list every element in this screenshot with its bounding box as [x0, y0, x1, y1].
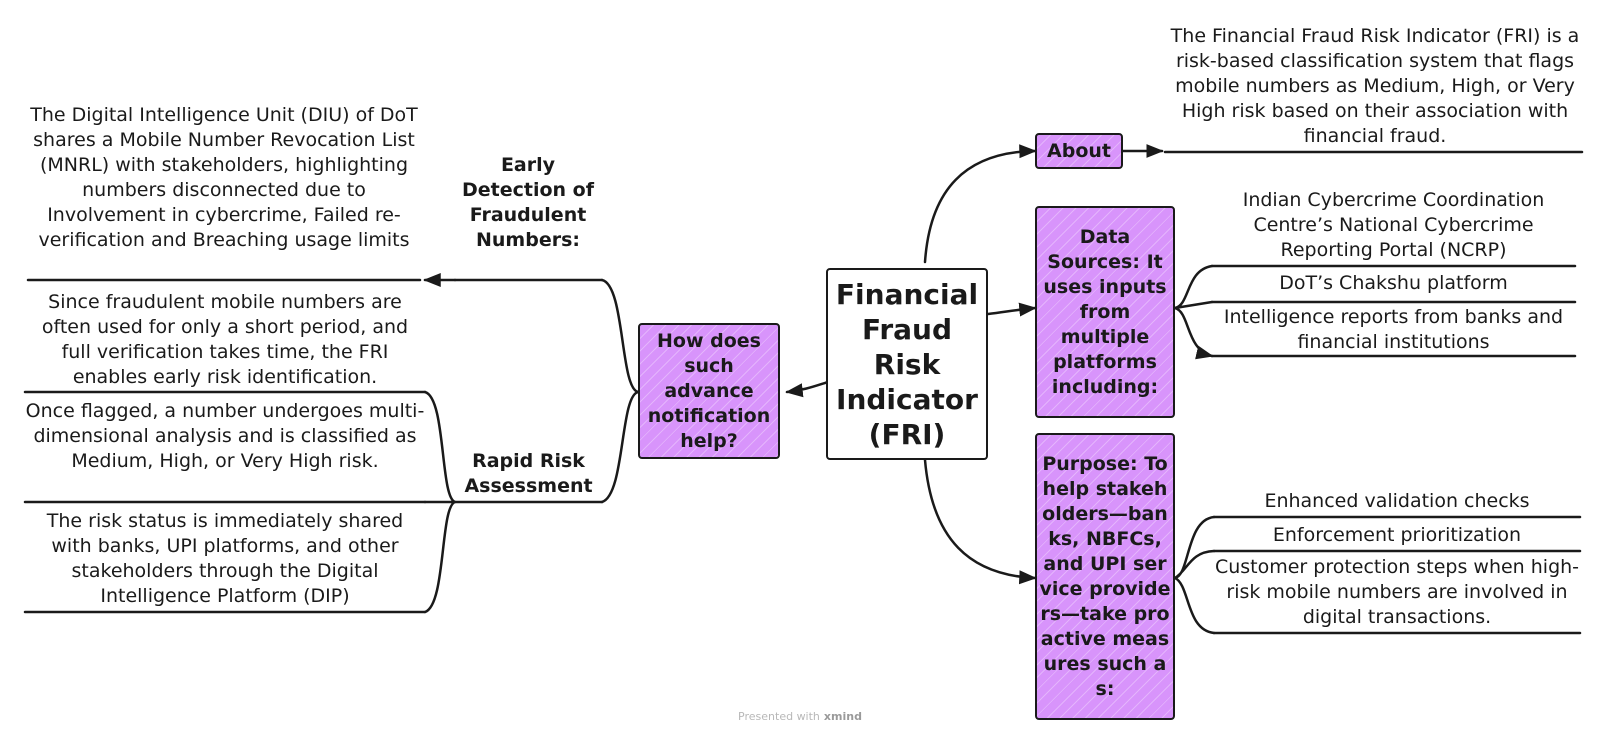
data-source-item-3-text: Intelligence reports from banks and fina…	[1223, 306, 1564, 353]
bracket-purpose	[1173, 515, 1216, 635]
topic-about[interactable]: About	[1035, 133, 1123, 169]
rapid-risk-item-1-text: Since fraudulent mobile numbers are ofte…	[41, 291, 409, 388]
purpose-item-3-text: Customer protection steps when high-risk…	[1214, 556, 1580, 628]
subtopic-early-detection-text: Early Detection of Fraudulent Numbers:	[462, 154, 594, 251]
about-detail: The Financial Fraud Risk Indicator (FRI)…	[1165, 24, 1585, 149]
rapid-risk-item-3: The risk status is immediately shared wi…	[25, 509, 425, 609]
central-topic-text: Financial Fraud Risk Indicator (FRI)	[835, 277, 979, 451]
topic-about-text: About	[1047, 139, 1111, 162]
rapid-risk-item-3-text: The risk status is immediately shared wi…	[46, 510, 404, 607]
purpose-item-3: Customer protection steps when high-risk…	[1214, 555, 1580, 630]
topic-purpose[interactable]: Purpose: To help stakeholders—banks, NBF…	[1035, 433, 1175, 720]
rapid-risk-item-1: Since fraudulent mobile numbers are ofte…	[25, 290, 425, 390]
bracket-rapid	[423, 390, 457, 614]
connector-central-datasources	[986, 302, 1037, 317]
rapid-risk-item-2: Once flagged, a number undergoes multi-d…	[25, 399, 425, 474]
bracket-howdoes	[600, 278, 640, 504]
topic-how-does-text: How does such advance notification help?	[647, 329, 771, 452]
connector-central-howdoes	[785, 380, 830, 398]
bracket-datasources	[1173, 264, 1212, 356]
connector-central-about	[923, 144, 1037, 264]
subtopic-rapid-risk[interactable]: Rapid Risk Assessment	[455, 449, 602, 499]
rapid-risk-item-2-text: Once flagged, a number undergoes multi-d…	[25, 400, 425, 472]
subtopic-rapid-risk-text: Rapid Risk Assessment	[464, 450, 593, 497]
footer-prefix: Presented with	[738, 710, 820, 723]
early-detection-detail-text: The Digital Intelligence Unit (DIU) of D…	[30, 104, 418, 251]
data-source-item-2: DoT’s Chakshu platform	[1212, 271, 1575, 296]
connector-central-purpose	[923, 458, 1037, 585]
data-source-item-2-text: DoT’s Chakshu platform	[1279, 272, 1508, 294]
purpose-item-2: Enforcement prioritization	[1214, 523, 1580, 548]
data-source-item-1-text: Indian Cybercrime Coordination Centre’s …	[1242, 189, 1545, 261]
topic-data-sources-text: Data Sources: It uses inputs from multip…	[1043, 225, 1167, 398]
about-detail-text: The Financial Fraud Risk Indicator (FRI)…	[1170, 25, 1580, 147]
early-detection-detail: The Digital Intelligence Unit (DIU) of D…	[28, 103, 420, 253]
topic-purpose-text: Purpose: To help stakeholders—banks, NBF…	[1039, 452, 1171, 700]
footer-brand[interactable]: xmind	[823, 710, 862, 723]
topic-data-sources[interactable]: Data Sources: It uses inputs from multip…	[1035, 206, 1175, 418]
central-topic[interactable]: Financial Fraud Risk Indicator (FRI)	[826, 268, 988, 460]
topic-how-does[interactable]: How does such advance notification help?	[638, 323, 780, 459]
data-source-item-3: Intelligence reports from banks and fina…	[1212, 305, 1575, 355]
subtopic-early-detection[interactable]: Early Detection of Fraudulent Numbers:	[462, 153, 594, 253]
purpose-item-2-text: Enforcement prioritization	[1272, 524, 1522, 546]
data-source-item-1: Indian Cybercrime Coordination Centre’s …	[1212, 188, 1575, 263]
purpose-item-1: Enhanced validation checks	[1214, 489, 1580, 514]
purpose-item-1-text: Enhanced validation checks	[1264, 490, 1530, 512]
